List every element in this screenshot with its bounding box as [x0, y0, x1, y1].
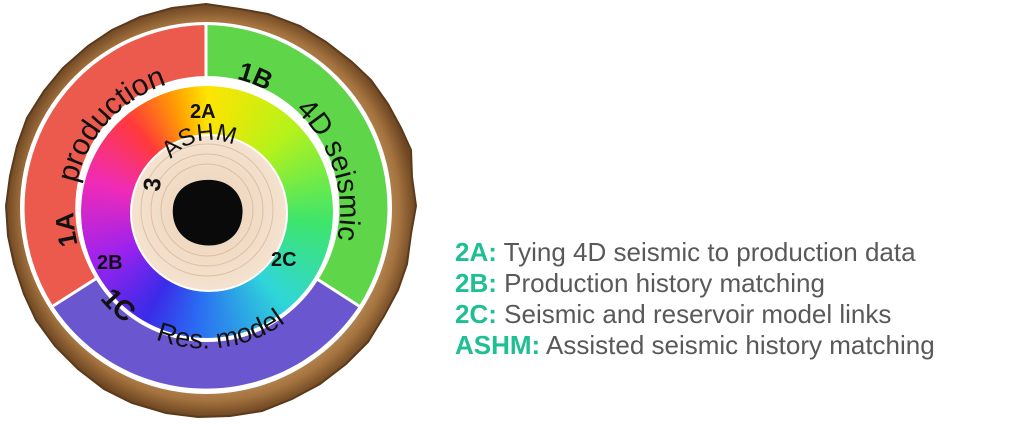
legend: 2A: Tying 4D seismic to production data … — [455, 237, 1020, 361]
inner-label-2b: 2B — [97, 252, 123, 274]
legend-item-ashm: ASHM: Assisted seismic history matching — [455, 330, 1020, 361]
legend-text: Seismic and reservoir model links — [504, 299, 892, 329]
legend-item-2a: 2A: Tying 4D seismic to production data — [455, 237, 1020, 268]
inner-label-2c: 2C — [271, 249, 297, 271]
legend-item-2c: 2C: Seismic and reservoir model links — [455, 299, 1020, 330]
pith-hole — [172, 179, 243, 246]
segment-1a-code: 1A — [49, 211, 83, 249]
legend-text: Production history matching — [504, 268, 825, 298]
core-number: 3 — [139, 176, 167, 192]
legend-key: 2A: — [455, 237, 497, 267]
segment-1a — [24, 25, 207, 306]
tree-ring-diagram: 1A production 1B 4D seismic 1C Res. mode… — [4, 2, 418, 419]
legend-key: ASHM: — [455, 330, 541, 360]
legend-text: Assisted seismic history matching — [546, 330, 935, 360]
inner-label-2a: 2A — [190, 101, 216, 123]
legend-key: 2B: — [455, 268, 497, 298]
legend-text: Tying 4D seismic to production data — [503, 237, 916, 267]
svg-text:1A: 1A — [49, 211, 83, 249]
legend-key: 2C: — [455, 299, 497, 329]
svg-text:3: 3 — [139, 176, 167, 192]
segment-1c — [53, 279, 359, 389]
segment-1b — [206, 25, 388, 306]
legend-item-2b: 2B: Production history matching — [455, 268, 1020, 299]
